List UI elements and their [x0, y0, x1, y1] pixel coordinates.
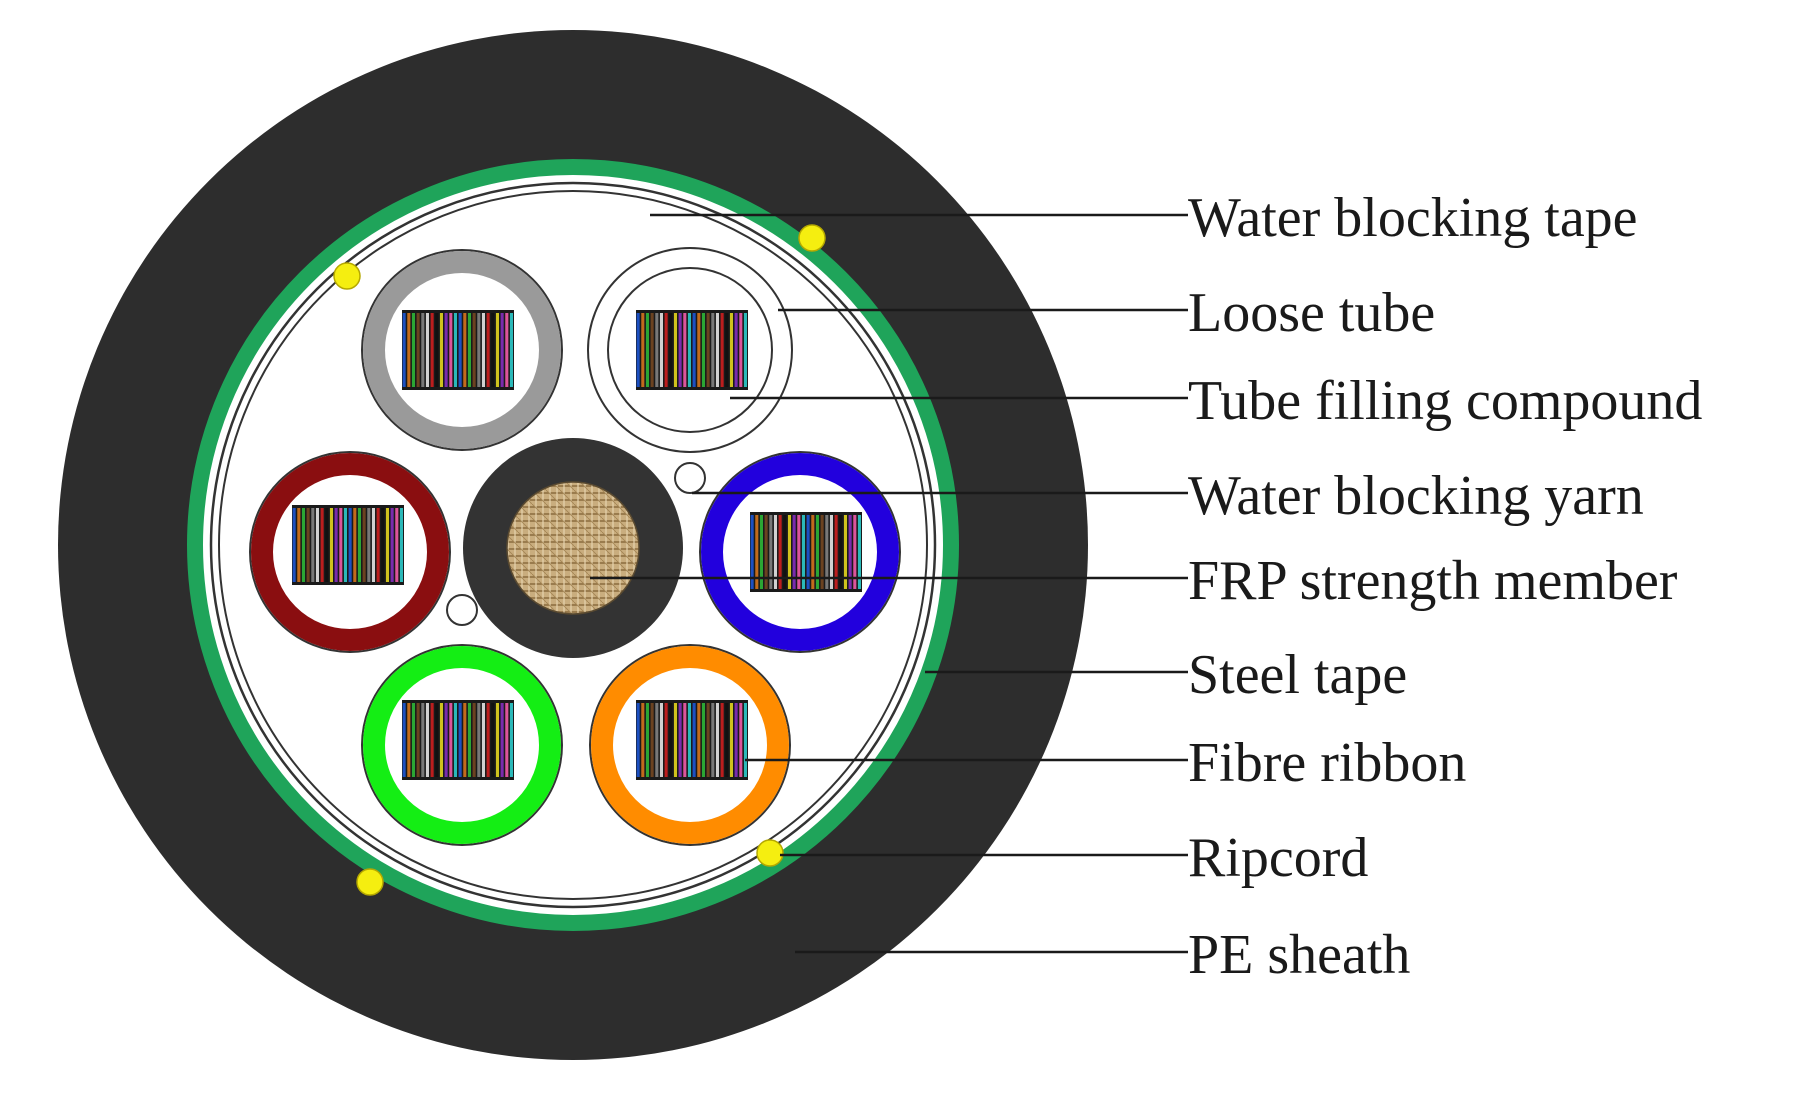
fibre-ribbon [750, 512, 862, 592]
loose-tube-white [587, 247, 793, 453]
inner-wrap [218, 190, 928, 900]
fibre-ribbon [636, 700, 748, 780]
label-frp-strength-member: FRP strength member [1188, 550, 1678, 612]
label-tube-filling-compound: Tube filling compound [1188, 370, 1702, 432]
fibre-ribbon [402, 700, 514, 780]
fibre-ribbon [292, 505, 404, 585]
frp-strength-member [506, 481, 640, 615]
loose-tube-blue [699, 451, 901, 653]
ripcord [356, 868, 384, 896]
water-blocking-yarn [674, 462, 706, 494]
label-loose-tube: Loose tube [1188, 282, 1435, 344]
label-steel-tape: Steel tape [1188, 644, 1407, 706]
callout-labels: Water blocking tape Loose tube Tube fill… [1188, 187, 1702, 986]
loose-tube-green [361, 644, 563, 846]
label-pe-sheath: PE sheath [1188, 924, 1410, 986]
ripcord [798, 224, 826, 252]
label-water-blocking-yarn: Water blocking yarn [1188, 465, 1644, 527]
label-ripcord: Ripcord [1188, 827, 1368, 889]
loose-tube-gray [361, 249, 563, 451]
ripcord [333, 262, 361, 290]
loose-tube-orange [589, 644, 791, 846]
label-water-blocking-tape: Water blocking tape [1188, 187, 1638, 249]
fibre-ribbon [402, 310, 514, 390]
leader-lines [590, 213, 1188, 954]
ripcord [756, 839, 784, 867]
label-fibre-ribbon: Fibre ribbon [1188, 732, 1466, 794]
water-blocking-yarn [446, 594, 478, 626]
loose-tube-red [249, 451, 451, 653]
fibre-ribbon [636, 310, 748, 390]
